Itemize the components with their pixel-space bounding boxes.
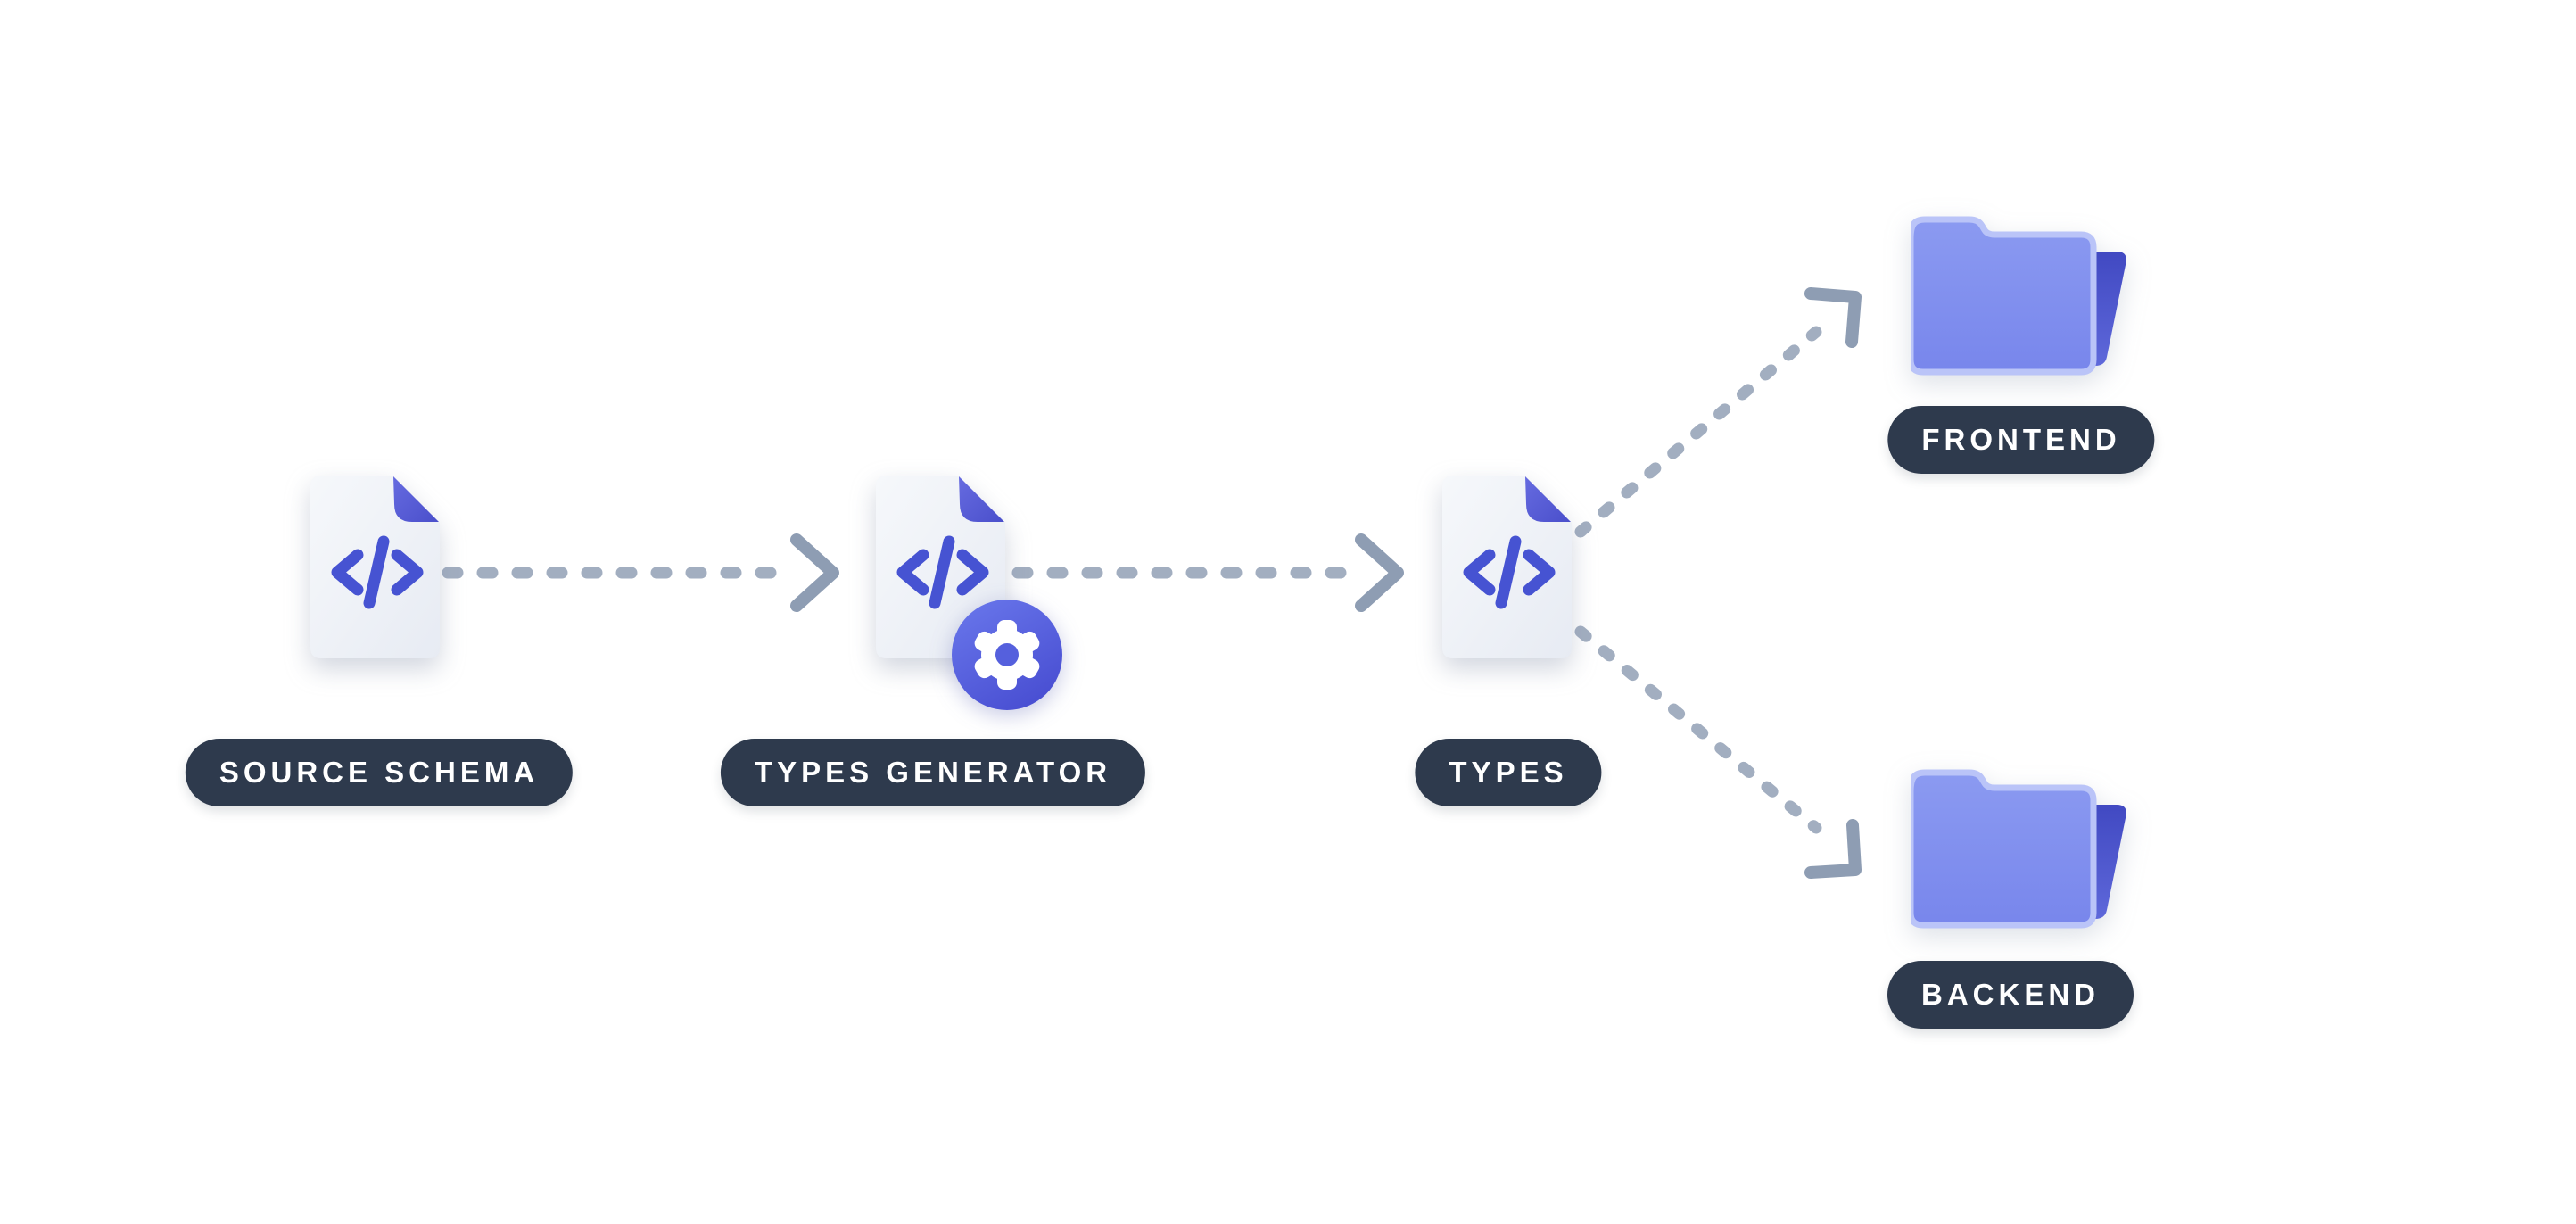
code-file-icon — [310, 476, 440, 658]
frontend-label: FRONTEND — [1887, 406, 2155, 474]
code-file-icon — [1442, 476, 1572, 658]
folder-icon — [1911, 769, 2134, 930]
arrow-types-to-backend — [1574, 625, 1822, 834]
source-schema-label: SOURCE SCHEMA — [185, 739, 574, 806]
arrowhead-icon — [1804, 287, 1862, 348]
folder-icon — [1911, 216, 2134, 376]
types-generator-label: TYPES GENERATOR — [720, 739, 1146, 806]
arrow-types-to-frontend — [1574, 326, 1822, 538]
arrowhead-icon — [790, 533, 839, 612]
arrowhead-icon — [1355, 533, 1404, 612]
types-label: TYPES — [1415, 739, 1602, 806]
gear-icon — [952, 600, 1062, 710]
backend-label: BACKEND — [1887, 961, 2134, 1029]
arrowhead-icon — [1804, 819, 1862, 879]
